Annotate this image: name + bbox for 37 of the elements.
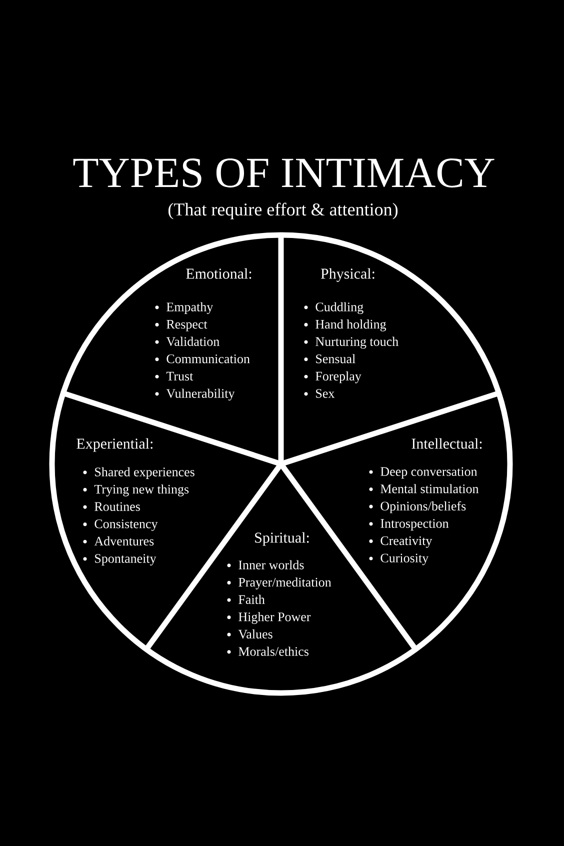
list-item: Curiosity xyxy=(369,554,429,566)
list-item: Vulnerability xyxy=(155,388,235,401)
list-item: Shared experiences xyxy=(83,467,194,479)
list-item: Consistency xyxy=(83,520,158,531)
sector-heading: Experiential: xyxy=(76,438,152,452)
list-item: Prayer/meditation xyxy=(227,578,332,590)
list-item: Hand holding xyxy=(304,320,386,332)
list-item: Values xyxy=(227,629,272,639)
list-item: Communication xyxy=(155,354,250,364)
list-item: Trying new things xyxy=(83,484,189,496)
list-item: Sensual xyxy=(304,354,356,364)
subtitle: (That require effort & attention) xyxy=(168,202,398,220)
list-item: Opinions/beliefs xyxy=(369,501,466,514)
sector-heading: Intellectual: xyxy=(412,438,482,449)
sector-heading: Spiritual: xyxy=(255,532,309,546)
list-item: Nurturing touch xyxy=(304,336,398,349)
list-item: Morals/ethics xyxy=(227,646,308,656)
list-item: Foreplay xyxy=(304,371,362,384)
list-item: Mental stimulation xyxy=(369,484,479,494)
list-item: Routines xyxy=(83,502,140,511)
list-item: Adventures xyxy=(83,536,154,546)
list-item: Sex xyxy=(304,389,335,398)
list-item: Spontaneity xyxy=(83,554,156,566)
list-item: Deep conversation xyxy=(369,467,478,479)
list-item: Higher Power xyxy=(227,612,311,624)
sector-heading: Physical: xyxy=(320,268,374,282)
list-item: Empathy xyxy=(155,302,214,314)
sector-heading: Emotional: xyxy=(186,268,252,279)
title: TYPES OF INTIMACY xyxy=(73,158,494,188)
list-item: Trust xyxy=(155,372,194,381)
list-item: Respect xyxy=(155,320,208,332)
list-item: Creativity xyxy=(369,536,432,548)
list-item: Introspection xyxy=(369,519,449,530)
list-item: Faith xyxy=(227,594,265,604)
list-item: Inner worlds xyxy=(227,560,304,570)
list-item: Validation xyxy=(155,336,220,346)
list-item: Cuddling xyxy=(304,302,364,314)
